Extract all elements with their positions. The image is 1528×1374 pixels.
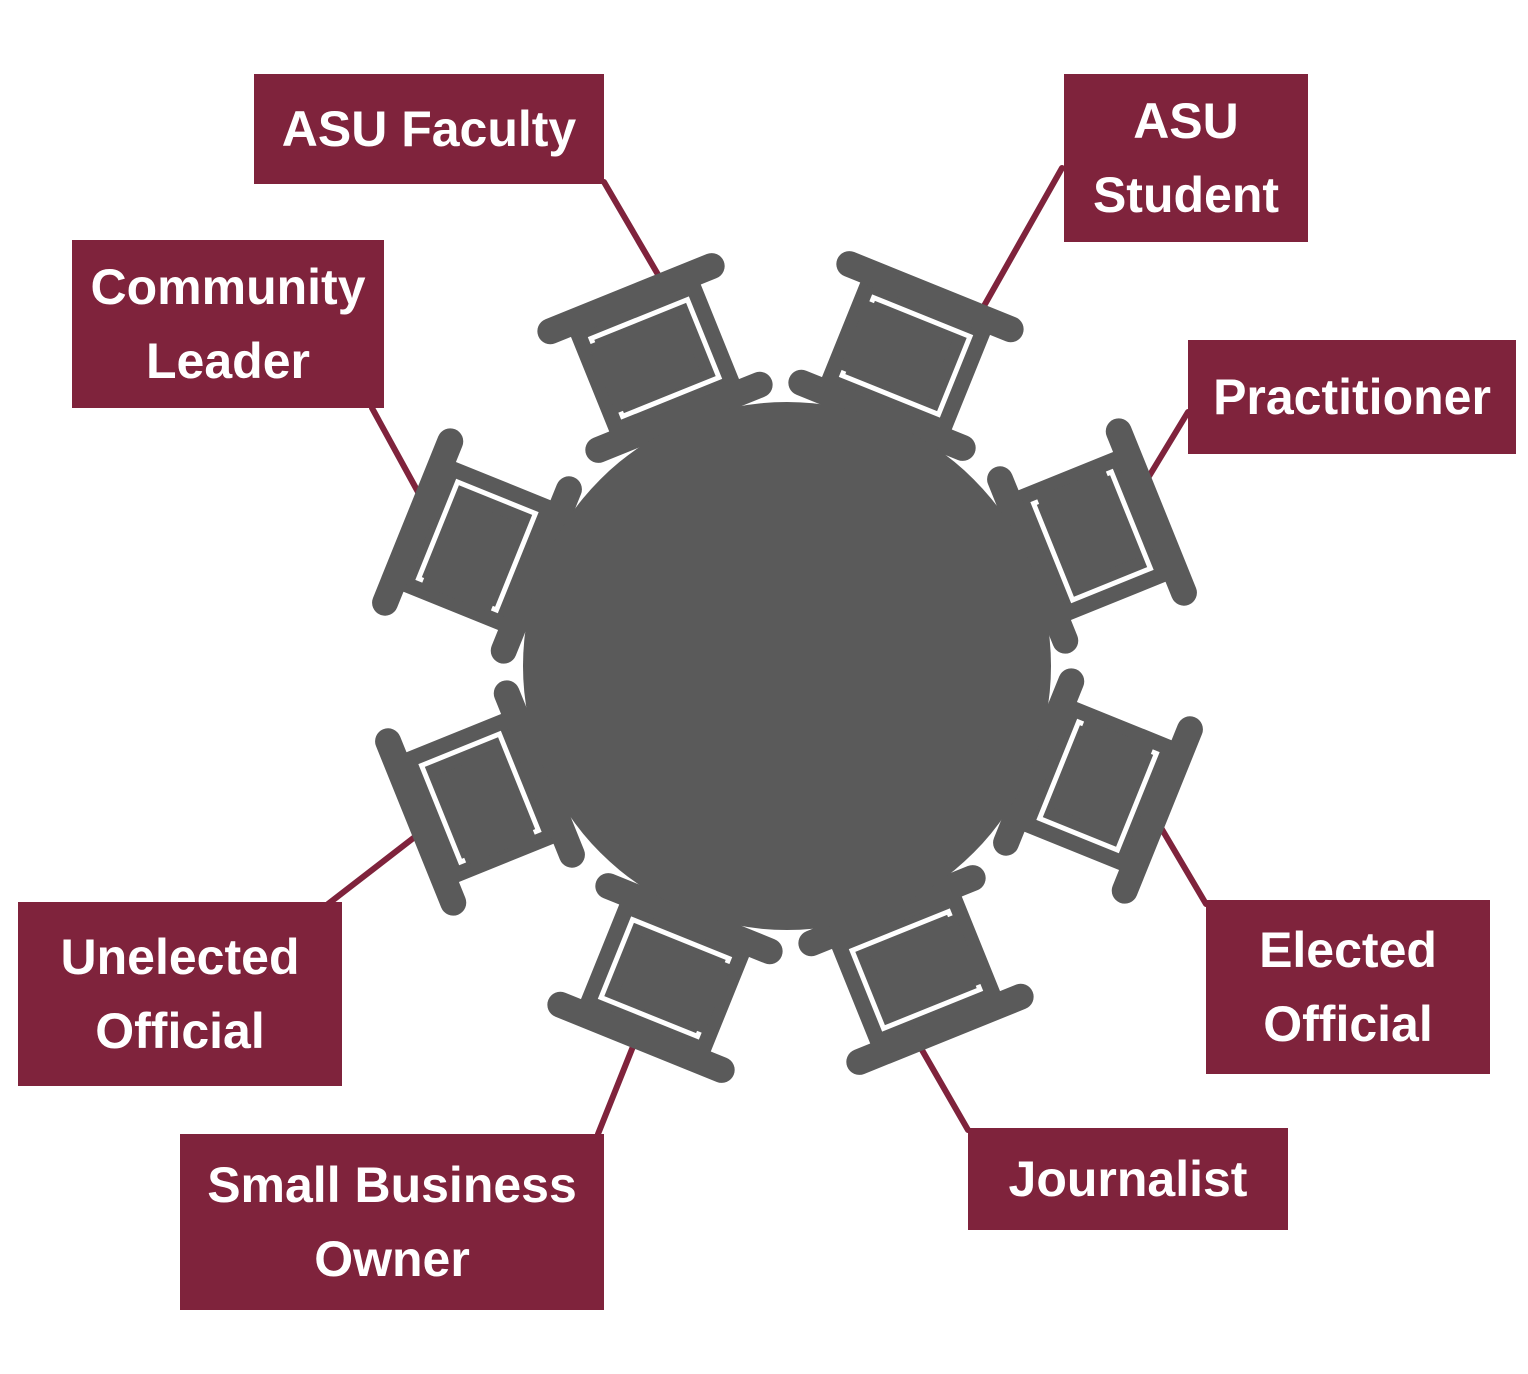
connector-asu-faculty [601, 179, 663, 281]
connector-asu-student [981, 165, 1065, 309]
connector-practitioner [1145, 409, 1191, 481]
label-text-small-business-owner: Small Business Owner [207, 1157, 577, 1287]
label-text-journalist: Journalist [1008, 1151, 1248, 1207]
label-text-elected-official: Elected Official [1259, 922, 1437, 1052]
label-text-unelected-official: Unelected Official [60, 929, 300, 1059]
label-small-business-owner: Small Business Owner [180, 1134, 604, 1310]
label-asu-student: ASU Student [1064, 74, 1308, 242]
label-practitioner: Practitioner [1188, 340, 1516, 454]
label-asu-faculty: ASU Faculty [254, 74, 604, 184]
label-community-leader: Community Leader [72, 240, 384, 408]
label-journalist: Journalist [968, 1128, 1288, 1230]
round-table [523, 402, 1051, 930]
connector-elected-official [1157, 823, 1209, 907]
label-unelected-official: Unelected Official [18, 902, 342, 1086]
connector-journalist [919, 1047, 971, 1133]
connector-lines [325, 165, 1209, 1137]
label-elected-official: Elected Official [1206, 900, 1490, 1074]
label-text-practitioner: Practitioner [1213, 369, 1491, 425]
connector-unelected-official [325, 833, 419, 907]
connector-small-business-owner [595, 1041, 637, 1137]
label-text-asu-student: ASU Student [1092, 93, 1280, 223]
connector-community-leader [369, 405, 421, 495]
label-text-asu-faculty: ASU Faculty [281, 101, 577, 157]
label-text-community-leader: Community Leader [90, 259, 366, 389]
